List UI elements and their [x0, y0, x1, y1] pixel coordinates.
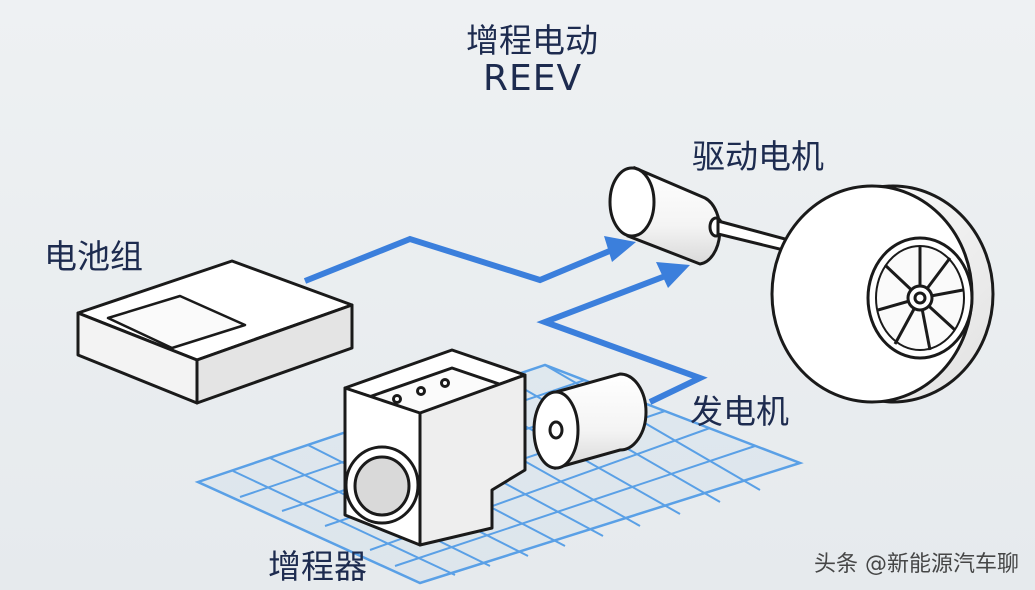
diagram-title: 增程电动	[466, 21, 598, 60]
generator-shape	[532, 372, 648, 470]
battery-label: 电池组	[44, 237, 143, 276]
diagram-subtitle: REEV	[483, 58, 583, 99]
generator-label: 发电机	[690, 392, 789, 431]
battery-to-motor-arrow	[303, 235, 614, 284]
flow-arrows	[303, 235, 708, 405]
watermark: 头条 @新能源汽车聊	[814, 552, 1019, 577]
wheel-shape	[770, 184, 995, 404]
arrowhead-generator	[656, 262, 690, 288]
arrowhead-battery	[604, 236, 636, 262]
range-extender-shape	[343, 348, 527, 547]
battery-pack-shape	[76, 259, 354, 405]
range-extender-label: 增程器	[268, 547, 367, 586]
drive-motor-shape	[608, 165, 802, 266]
generator-to-motor-arrow	[536, 272, 708, 405]
drive-motor-label: 驱动电机	[692, 137, 824, 176]
